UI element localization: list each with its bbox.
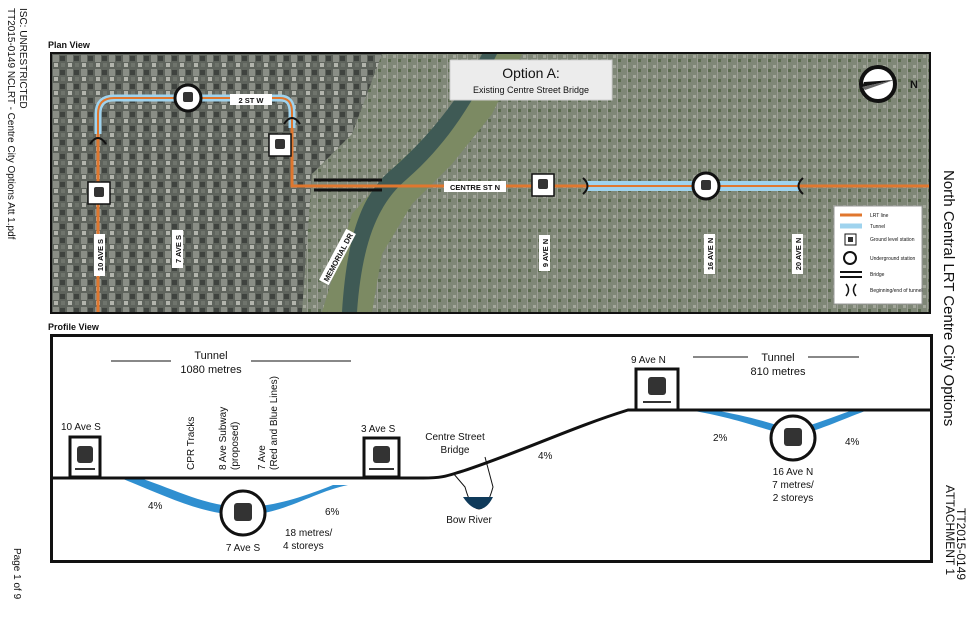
street-2-st-w: 2 ST W (238, 96, 264, 105)
option-subtitle: Existing Centre Street Bridge (473, 85, 589, 95)
grade-6: 6% (325, 507, 340, 518)
tunnel-right-title: Tunnel (761, 352, 794, 364)
tunnel-right-span: Tunnel 810 metres (693, 352, 859, 378)
legend-tunnel-portal: Beginning/end of tunnel (870, 288, 923, 294)
legend-bridge: Bridge (870, 272, 885, 278)
legend-tunnel: Tunnel (870, 224, 885, 230)
label-7-ave: 7 Ave (257, 445, 268, 470)
label-red-blue-lines: (Red and Blue Lines) (269, 376, 280, 470)
attachment-label: ATTACHMENT 1 (943, 485, 957, 576)
label-16-ave-n: 16 Ave N (773, 467, 813, 478)
bow-river (342, 54, 497, 312)
label-bow-river: Bow River (446, 515, 492, 526)
depth-right-line1: 7 metres/ (772, 480, 814, 491)
plan-view-map: 2 ST W CENTRE ST N 10 AVE S 7 AVE S MEMO… (50, 52, 931, 314)
legend-lrt-line: LRT line (870, 213, 889, 219)
option-title-box: Option A: Existing Centre Street Bridge (449, 59, 613, 101)
underground-station-16-ave-n (691, 171, 721, 201)
label-bridge-line2: Bridge (441, 445, 470, 456)
street-20-ave-n: 20 AVE N (794, 238, 803, 271)
station-3-ave-s (362, 436, 401, 479)
station-16-ave-n (769, 414, 817, 462)
grade-4-right: 4% (845, 437, 860, 448)
label-8-ave-subway: 8 Ave Subway (218, 407, 229, 470)
street-10-ave-s: 10 AVE S (96, 239, 105, 271)
label-7-ave-s: 7 Ave S (226, 543, 261, 554)
station-7-ave-s (219, 489, 267, 537)
legend-ground-station: Ground level station (870, 237, 915, 243)
classification-text: ISC: UNRESTRICTED (16, 8, 28, 158)
profile-view-label: Profile View (48, 322, 99, 332)
tunnel-portals (89, 117, 804, 195)
ground-station-10-ave-s (87, 181, 111, 205)
depth-left-line2: 4 storeys (283, 541, 324, 552)
file-ref: TT2015-0149 NCLRT - Centre City Options … (5, 8, 16, 240)
centre-street-bridge (314, 178, 382, 192)
label-bridge-line1: Centre Street (425, 432, 485, 443)
label-9-ave-n: 9 Ave N (631, 355, 666, 366)
option-title: Option A: (502, 65, 560, 81)
downtown-area (52, 54, 382, 312)
underground-station-7-ave-s (173, 83, 203, 113)
ground-station-3-ave-s (268, 133, 292, 157)
north-arrow: N (859, 65, 918, 103)
bow-river-water (463, 497, 493, 509)
street-7-ave-s: 7 AVE S (174, 235, 183, 263)
attachment-code: TT2015-0149 (954, 508, 968, 581)
label-cpr-tracks: CPR Tracks (186, 417, 197, 470)
street-16-ave-n: 16 AVE N (706, 238, 715, 271)
classification: ISC: UNRESTRICTED (17, 8, 28, 109)
depth-right-line2: 2 storeys (773, 493, 814, 504)
plan-view-label: Plan View (48, 40, 90, 50)
tunnel-right-length: 810 metres (750, 366, 806, 378)
profile-view-diagram: Tunnel 1080 metres Tunnel 810 metres (50, 334, 933, 563)
tunnel-dip-right (688, 410, 868, 437)
label-10-ave-s: 10 Ave S (61, 422, 101, 433)
label-3-ave-s: 3 Ave S (361, 424, 396, 435)
profile-svg: Tunnel 1080 metres Tunnel 810 metres (53, 350, 930, 554)
grade-4-mid: 4% (538, 451, 553, 462)
ground-profile-line (53, 408, 930, 480)
page-number: Page 1 of 9 (11, 548, 22, 600)
north-letter: N (910, 79, 918, 91)
street-centre-st-n: CENTRE ST N (450, 183, 500, 192)
document-title: North Central LRT Centre City Options (940, 170, 957, 427)
ground-station-9-ave-n (531, 173, 555, 197)
tunnel-left-span: Tunnel 1080 metres (111, 350, 351, 376)
station-10-ave-s (68, 435, 102, 479)
legend-underground-station: Underground station (870, 256, 916, 262)
plan-map-svg: 2 ST W CENTRE ST N 10 AVE S 7 AVE S MEMO… (52, 54, 929, 312)
map-legend: LRT line Tunnel Ground level station Und… (833, 205, 923, 305)
tunnel-left-length: 1080 metres (180, 364, 242, 376)
label-8-ave-proposed: (proposed) (230, 422, 241, 470)
grade-4-left: 4% (148, 501, 163, 512)
tunnel-left-title: Tunnel (194, 350, 227, 362)
street-9-ave-n: 9 AVE N (541, 239, 550, 267)
depth-left-line1: 18 metres/ (285, 528, 332, 539)
riverbank (322, 54, 522, 312)
station-9-ave-n (634, 367, 680, 412)
grade-2: 2% (713, 433, 728, 444)
file-reference-text: TT2015-0149 NCLRT - Centre City Options … (4, 8, 16, 258)
